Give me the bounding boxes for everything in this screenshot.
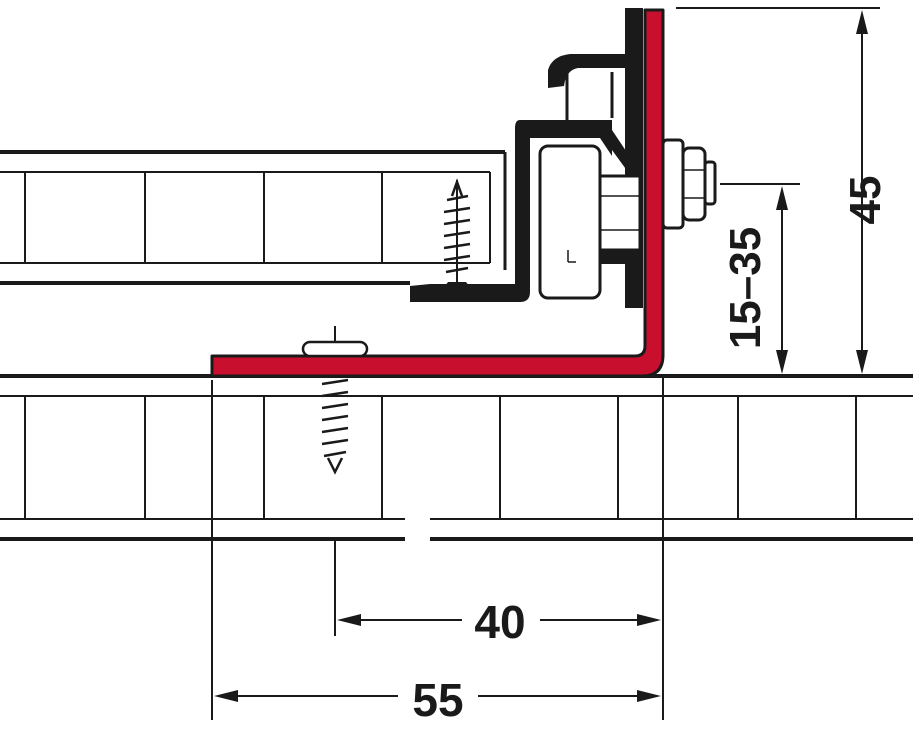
arrow-down-45-bottom [856,350,868,374]
runner-profile [410,54,640,302]
l-bracket [210,8,665,378]
upper-screw [434,178,480,300]
arrow-up-45-top [856,10,868,34]
lower-screw [301,326,369,475]
dimension-lines [211,7,880,720]
dimension-15-35-label: 15–35 [721,227,770,349]
bottom-panel [0,374,913,541]
arrow-up-1535-top [776,186,788,210]
arrow-right-55 [637,690,661,702]
arrow-left-55 [214,690,238,702]
dimension-55-label: 55 [412,674,463,726]
dimension-40-label: 40 [474,596,525,648]
arrow-down-1535-bottom [776,350,788,374]
dimension-arrows [214,10,868,702]
arrow-left-40 [337,614,361,626]
adjustment-bolt [598,138,717,252]
upper-panel [0,150,507,285]
arrow-right-40 [637,614,661,626]
dimension-45-label: 45 [841,176,890,225]
